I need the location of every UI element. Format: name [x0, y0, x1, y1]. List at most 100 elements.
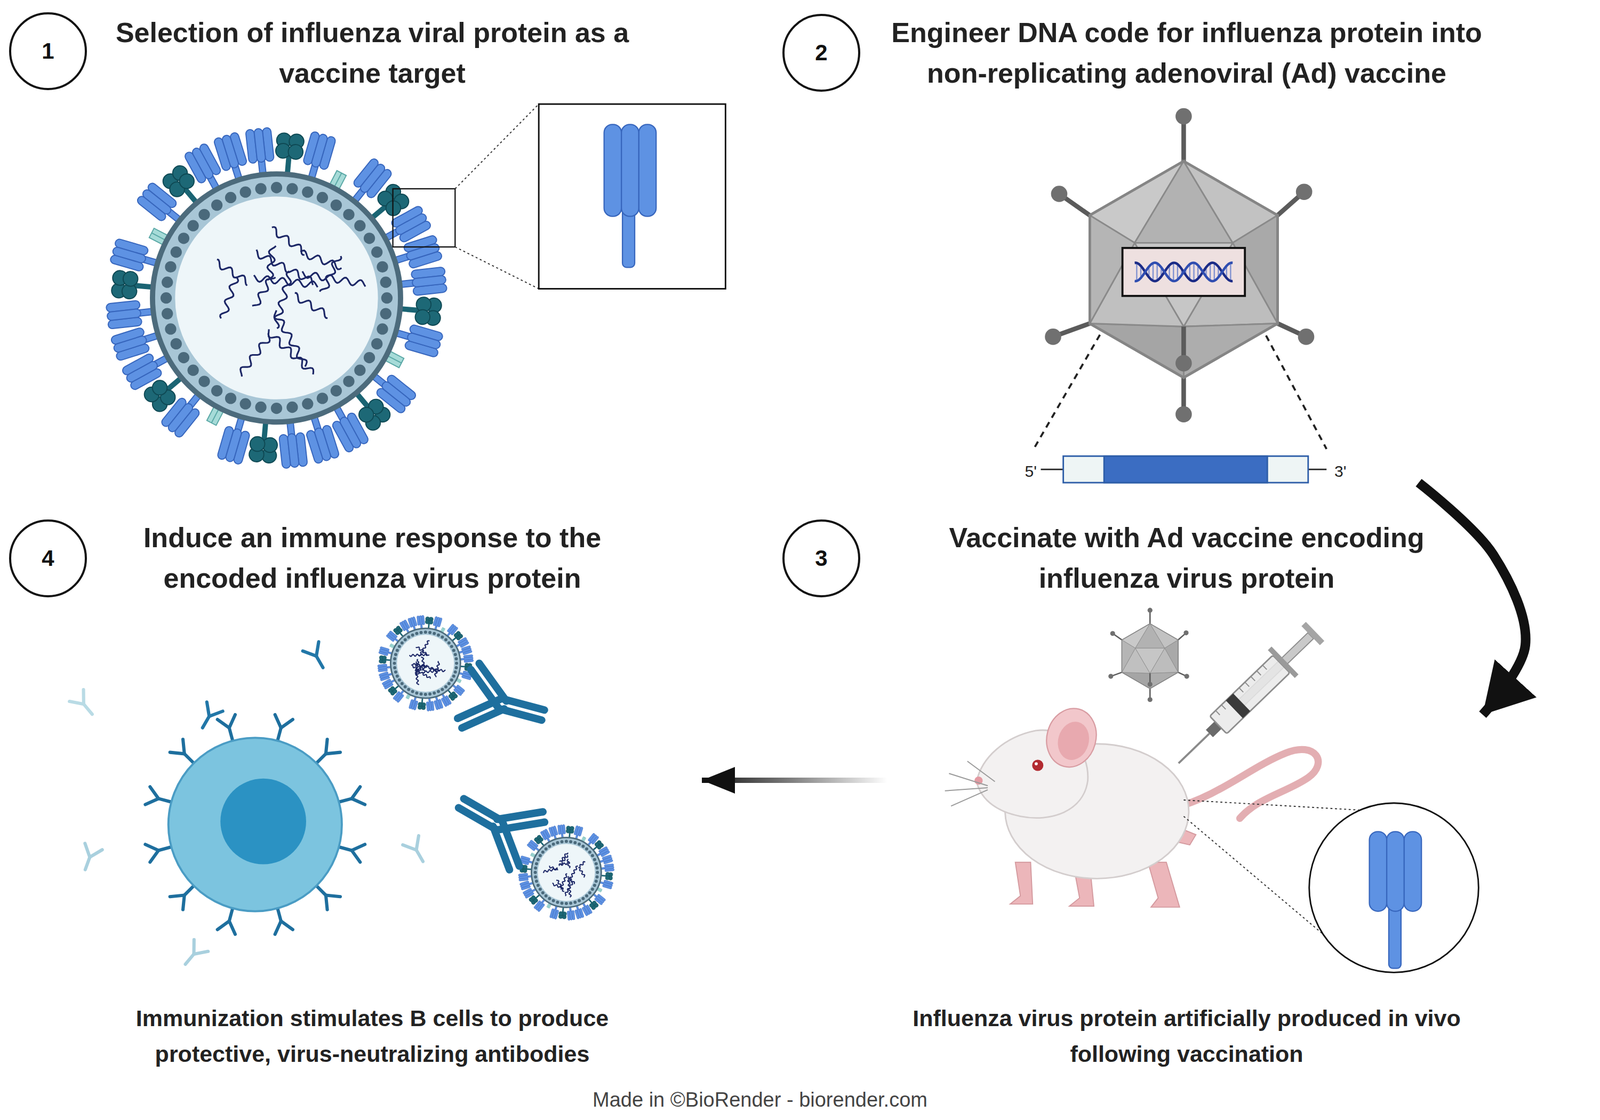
antibody — [455, 661, 552, 748]
fiber-knob — [1044, 328, 1062, 346]
matrix-protein — [560, 840, 564, 844]
matrix-protein — [330, 199, 342, 211]
mouse-inner-ear — [1053, 717, 1094, 764]
matrix-protein — [394, 670, 398, 674]
strand-end-label: 3' — [1334, 462, 1347, 481]
ha-subunit — [190, 146, 215, 181]
dna-base-pair — [1136, 262, 1138, 282]
matrix-protein — [588, 850, 592, 854]
matrix-protein — [447, 682, 451, 686]
syringe-tick — [1238, 688, 1244, 693]
step-heading: Vaccinate with Ad vaccine encoding influ… — [920, 517, 1454, 599]
gene-cassette — [1063, 456, 1309, 483]
matrix-protein — [397, 644, 402, 648]
matrix-protein — [544, 847, 548, 851]
watermark: Made in ©BioRender - biorender.com — [592, 1088, 928, 1112]
antibody-chain — [402, 840, 416, 855]
matrix-protein — [585, 894, 589, 898]
viral-rna — [548, 865, 558, 871]
syringe-stopper — [1225, 693, 1251, 718]
matrix-protein — [593, 858, 597, 862]
ha-stalk — [1388, 902, 1402, 968]
fiber-knob — [1147, 608, 1153, 613]
matrix-protein — [395, 648, 399, 652]
antibody — [76, 843, 103, 873]
ha-subunit — [382, 680, 393, 687]
viral-rna — [577, 860, 586, 869]
zoom-leader — [454, 104, 539, 189]
matrix-protein — [406, 635, 411, 639]
strand-end-label: 5' — [1025, 462, 1037, 481]
step-number: 2 — [814, 40, 828, 66]
mouse-whisker — [945, 787, 988, 791]
ha-subunit — [550, 826, 557, 836]
fiber-knob — [1184, 674, 1190, 679]
virion-core — [174, 196, 379, 400]
matrix-protein — [240, 186, 252, 198]
matrix-protein — [164, 323, 176, 335]
na-head — [569, 829, 574, 834]
matrix-protein — [533, 866, 538, 870]
matrix-protein — [536, 858, 540, 862]
matrix-protein — [419, 630, 423, 635]
viral-rna — [301, 270, 367, 288]
fiber-knob — [1298, 328, 1315, 346]
viral-rna — [412, 665, 422, 671]
viral-rna — [421, 656, 426, 672]
dna-base-pair — [1209, 263, 1211, 281]
antibody — [444, 774, 549, 874]
matrix-protein — [270, 181, 283, 194]
ha-subunit — [1404, 831, 1422, 911]
mouse-eye-glint — [1034, 762, 1038, 766]
zoom-leader — [454, 246, 539, 289]
antibody-chain — [338, 846, 352, 851]
matrix-protein — [593, 883, 597, 887]
matrix-protein — [450, 644, 454, 648]
fiber-knob — [1296, 183, 1313, 200]
fiber-knob — [1110, 630, 1116, 636]
matrix-protein — [414, 691, 419, 695]
viral-envelope — [152, 173, 401, 422]
matrix-protein — [436, 690, 440, 694]
ha-subunit — [454, 686, 464, 695]
viral-rna — [409, 653, 428, 657]
virion-core — [396, 634, 455, 693]
matrix-protein — [536, 883, 540, 887]
matrix-protein — [432, 632, 436, 636]
virion-core — [537, 843, 596, 902]
antibody-chain — [281, 918, 293, 933]
matrix-protein — [254, 182, 267, 195]
matrix-protein — [588, 891, 592, 895]
matrix-protein — [533, 870, 538, 875]
matrix-protein — [454, 661, 459, 666]
ha-subunit — [602, 882, 613, 887]
ha-subunit — [428, 701, 432, 711]
antibody-chain — [410, 835, 424, 851]
matrix-protein — [354, 220, 366, 232]
matrix-protein — [424, 630, 428, 634]
ha-subunit — [461, 647, 472, 653]
matrix-protein — [316, 392, 328, 404]
viral-rna — [213, 259, 251, 286]
matrix-protein — [400, 682, 404, 686]
ha-subunit — [166, 402, 195, 434]
matrix-protein — [225, 192, 237, 204]
ha-subunit — [463, 657, 474, 661]
matrix-protein — [444, 638, 448, 642]
matrix-protein — [555, 900, 559, 904]
na-head — [249, 436, 266, 453]
influenza-virion — [377, 615, 474, 712]
label-slot: 5' — [1025, 462, 1037, 481]
viral-rna — [422, 669, 440, 674]
capsid-facet — [1135, 648, 1165, 674]
matrix-protein — [594, 879, 598, 883]
capsid — [1089, 161, 1278, 378]
syringe-tick — [1215, 710, 1220, 715]
dna-base-pair — [1177, 264, 1179, 280]
syringe-tick — [1221, 705, 1226, 710]
fiber-knob — [1108, 674, 1114, 679]
step-heading: Selection of influenza viral protein as … — [105, 12, 639, 94]
matrix-protein — [564, 840, 568, 844]
matrix-protein — [301, 398, 314, 410]
matrix-protein — [444, 685, 448, 689]
